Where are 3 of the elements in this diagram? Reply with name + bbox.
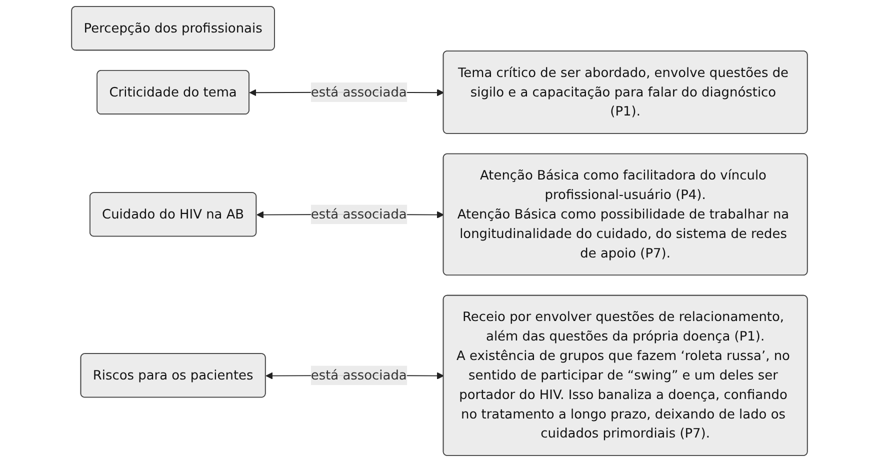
edge-label: está associada [310, 84, 407, 100]
edge-label: está associada [310, 367, 407, 383]
edge-label: está associada [310, 206, 407, 222]
